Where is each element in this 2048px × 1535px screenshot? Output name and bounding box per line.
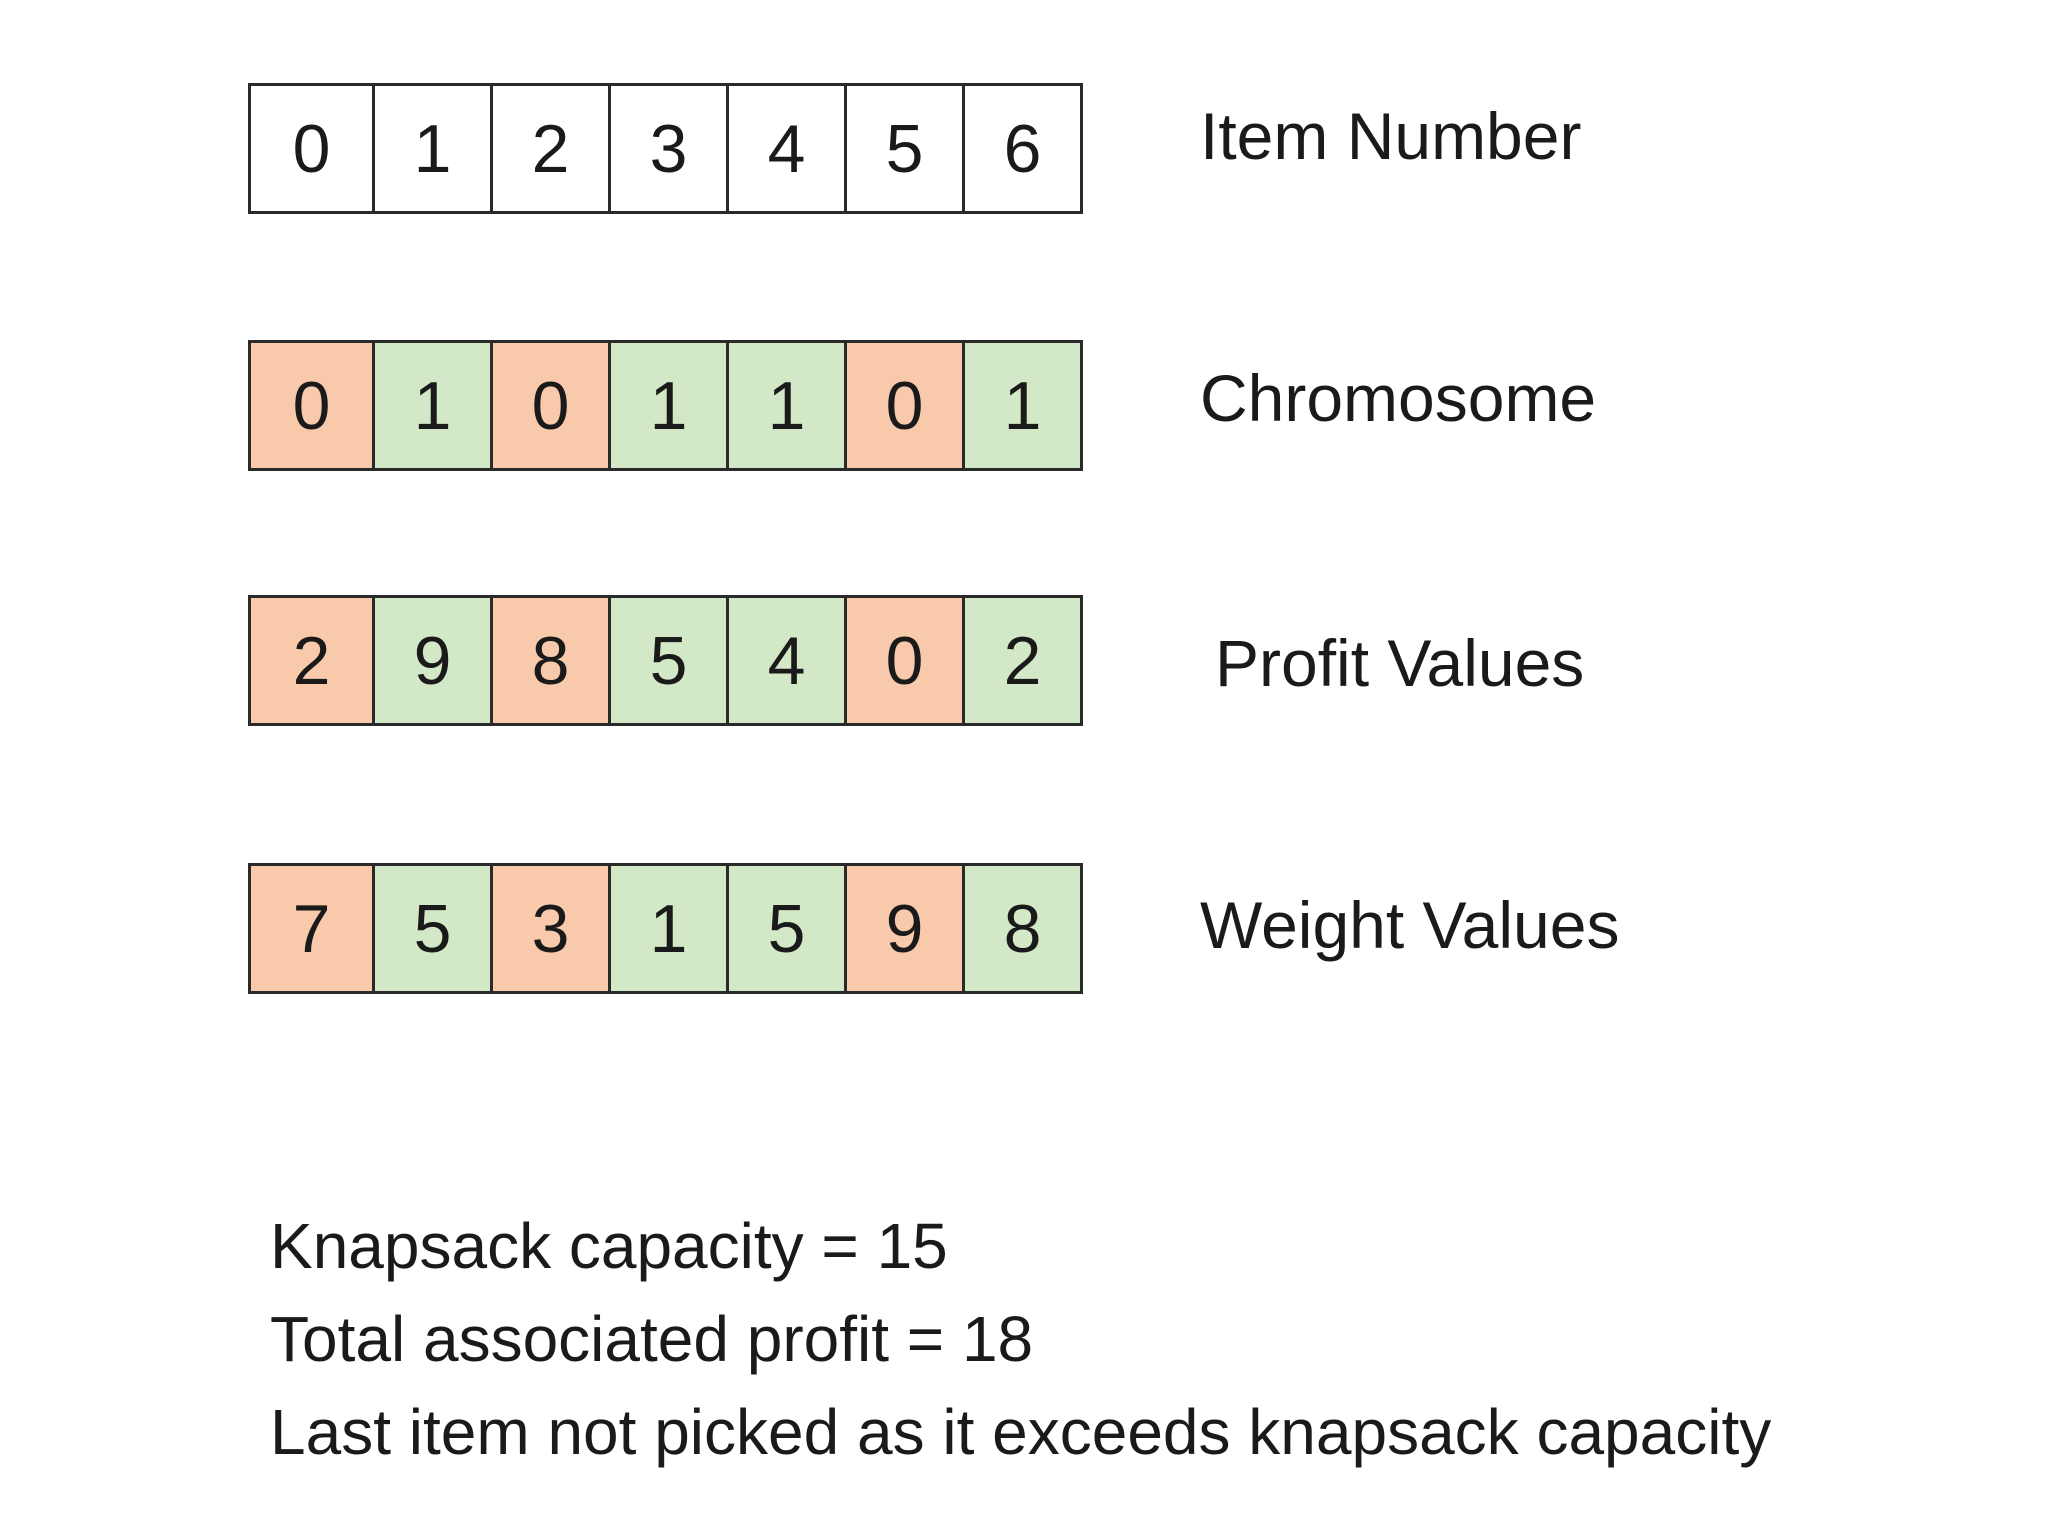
item-index-cell: 1 xyxy=(372,86,490,211)
unpicked-cell: 0 xyxy=(844,343,962,468)
item-index-cell: 5 xyxy=(844,86,962,211)
item-index-cell: 2 xyxy=(490,86,608,211)
picked-cell: 5 xyxy=(372,866,490,991)
item-index-cell: 3 xyxy=(608,86,726,211)
unpicked-cell: 7 xyxy=(251,866,372,991)
unpicked-cell: 0 xyxy=(251,343,372,468)
unpicked-cell: 3 xyxy=(490,866,608,991)
picked-cell: 9 xyxy=(372,598,490,723)
picked-cell: 5 xyxy=(726,866,844,991)
picked-cell: 5 xyxy=(608,598,726,723)
unpicked-cell: 0 xyxy=(844,598,962,723)
item-index-cell: 0 xyxy=(251,86,372,211)
unpicked-cell: 8 xyxy=(490,598,608,723)
profit-values-label: Profit Values xyxy=(1215,626,1585,700)
picked-cell: 1 xyxy=(372,343,490,468)
chromosome-label: Chromosome xyxy=(1200,361,1597,435)
unpicked-cell: 2 xyxy=(251,598,372,723)
picked-cell: 8 xyxy=(962,866,1080,991)
picked-cell: 1 xyxy=(608,343,726,468)
weight-values-label: Weight Values xyxy=(1200,888,1620,962)
profit-values-array: 2 9 8 5 4 0 2 xyxy=(248,595,1083,726)
picked-cell: 1 xyxy=(608,866,726,991)
picked-cell: 4 xyxy=(726,598,844,723)
item-number-label: Item Number xyxy=(1200,99,1582,173)
capacity-note: Knapsack capacity = 15 xyxy=(270,1210,948,1282)
profit-note: Total associated profit = 18 xyxy=(270,1303,1034,1375)
picked-cell: 1 xyxy=(726,343,844,468)
weight-values-array: 7 5 3 1 5 9 8 xyxy=(248,863,1083,994)
notes-block: Knapsack capacity = 15 Total associated … xyxy=(270,1200,1771,1479)
item-number-array: 0 1 2 3 4 5 6 xyxy=(248,83,1083,214)
item-index-cell: 6 xyxy=(962,86,1080,211)
last-item-note: Last item not picked as it exceeds knaps… xyxy=(270,1396,1772,1468)
unpicked-cell: 9 xyxy=(844,866,962,991)
chromosome-array: 0 1 0 1 1 0 1 xyxy=(248,340,1083,471)
picked-cell: 1 xyxy=(962,343,1080,468)
picked-cell: 2 xyxy=(962,598,1080,723)
item-index-cell: 4 xyxy=(726,86,844,211)
unpicked-cell: 0 xyxy=(490,343,608,468)
